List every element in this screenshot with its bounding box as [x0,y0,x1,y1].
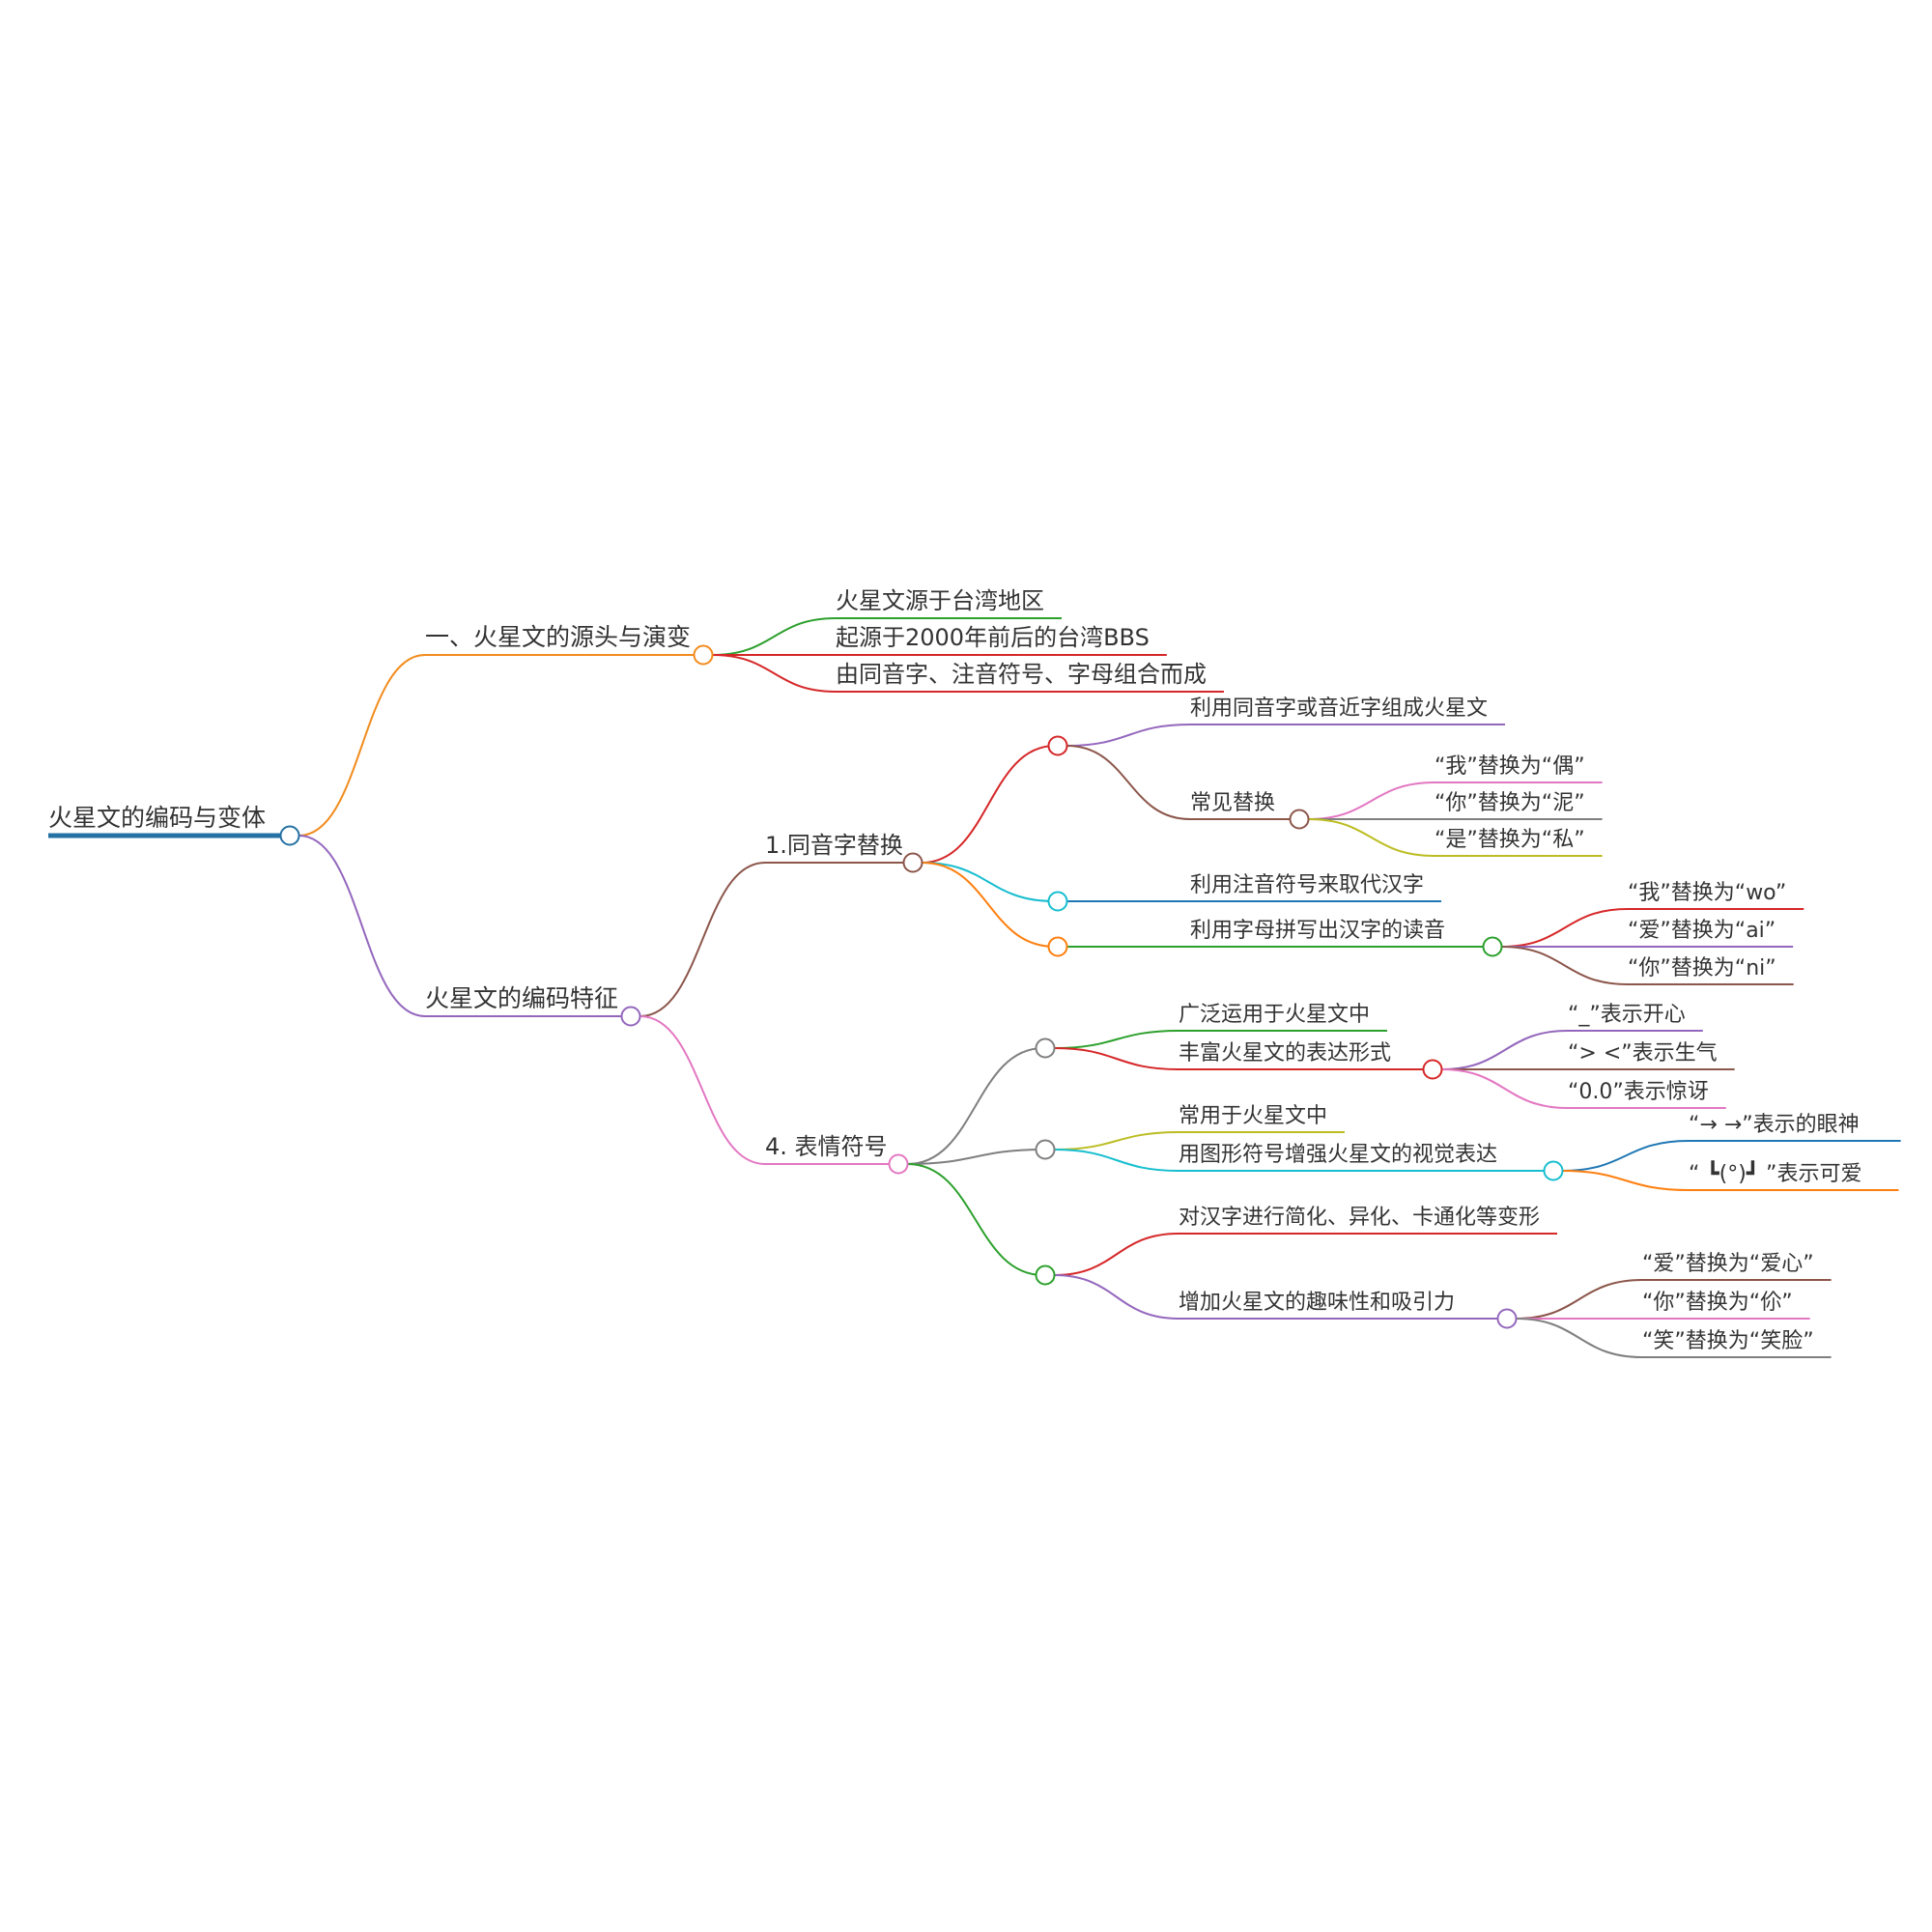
branch-link-1-0-0 [922,745,1056,864]
node-label-1-0: 1.同音字替换 [765,832,903,859]
node-label-0-0: 火星文源于台湾地区 [836,587,1044,614]
branch-link-1-1-0-1-0 [1441,1030,1569,1070]
branch-link-1-1-1-1-0 [1562,1140,1690,1172]
node-label-1-1-0-1-2: “0.0”表示惊讶 [1568,1080,1709,1104]
node-label-1-0-1-0: 利用注音符号来取代汉字 [1190,873,1424,897]
collapse-toggle-1-0-1[interactable] [1047,891,1068,912]
collapse-toggle-1-0-2-0[interactable] [1482,936,1503,957]
branch-link-1-1-2 [907,1163,1044,1276]
collapse-toggle-1-0[interactable] [902,852,923,873]
collapse-toggle-1-1-1[interactable] [1035,1139,1056,1160]
node-label-0-2: 由同音字、注音符号、字母组合而成 [836,661,1207,688]
node-label-1-1-1-0: 常用于火星文中 [1179,1104,1327,1128]
node-label-1-0-2-0-0: “我”替换为“wo” [1628,881,1786,905]
node-label-1-1-0-1-1: “> <”表示生气 [1568,1041,1718,1065]
collapse-toggle-1-1-2-1[interactable] [1496,1308,1518,1329]
collapse-toggle-1-1[interactable] [888,1153,909,1175]
branch-link-1-1-1-1 [1054,1149,1179,1172]
branch-link-1-0-1 [922,862,1056,902]
node-label-1-1: 4. 表情符号 [765,1133,888,1160]
node-label-1-1-1-1-0: “→ →”表示的眼神 [1689,1113,1860,1137]
branch-link-0 [298,654,426,837]
collapse-toggle-1-0-0-1[interactable] [1289,809,1310,830]
node-label-1-1-1-1: 用图形符号增强火星文的视觉表达 [1179,1143,1497,1167]
node-label-0: 一、火星文的源头与演变 [425,623,691,651]
node-label-1-0-0-1-0: “我”替换为“偶” [1435,754,1585,779]
node-label-1: 火星文的编码特征 [425,984,618,1012]
branch-link-1-1-2-1 [1054,1274,1179,1320]
node-label-1-0-0-1-1: “你”替换为“泥” [1435,791,1585,815]
node-label-1-0-0-0: 利用同音字或音近字组成火星文 [1190,696,1488,721]
branch-link-1-1-1-1-1 [1562,1170,1690,1191]
branch-link-1-1 [639,1015,766,1165]
node-label-1-1-2-1-0: “爱”替换为“爱心” [1642,1252,1814,1276]
mind-map-labels: 火星文的编码与变体 一、火星文的源头与演变 火星文源于台湾地区起源于2000年前后的… [48,587,1861,1353]
collapse-toggle-1-1-2[interactable] [1035,1264,1056,1286]
collapse-toggle-0[interactable] [693,644,714,666]
node-label-0-1: 起源于2000年前后的台湾BBS [836,624,1150,651]
node-label-1-1-2-1: 增加火星文的趣味性和吸引力 [1179,1291,1455,1315]
node-label-1-1-2-1-1: “你”替换为“伱” [1642,1291,1793,1315]
collapse-toggle-1-0-0[interactable] [1047,735,1068,756]
node-label-1-0-0-1-2: “是”替换为“私” [1435,828,1585,852]
collapse-toggle-root[interactable] [279,825,300,846]
node-label-1-0-2-0: 利用字母拼写出汉字的读音 [1190,919,1445,943]
branch-link-1-1-1-0 [1054,1131,1179,1151]
node-label-1-1-1-1-1: “ ┗(°)┛ ”表示可爱 [1689,1160,1861,1186]
branch-link-1-0-0-1-0 [1308,781,1435,820]
branch-link-0-0 [712,617,837,656]
branch-link-1 [298,835,426,1017]
node-label-1-1-2-1-2: “笑”替换为“笑脸” [1642,1329,1814,1353]
branch-link-1-1-2-0 [1054,1233,1179,1276]
collapse-toggle-1-1-1-1[interactable] [1543,1160,1564,1181]
node-label-1-0-2-0-2: “你”替换为“ni” [1628,956,1776,980]
branch-link-0-2 [712,654,837,693]
node-label-1-1-2-0: 对汉字进行简化、异化、卡通化等变形 [1179,1206,1540,1230]
branch-link-1-0-2 [922,862,1056,948]
collapse-toggle-1-1-0-1[interactable] [1422,1059,1443,1080]
branch-link-1-1-0-0 [1054,1030,1179,1049]
branch-link-1-0-0-1-2 [1308,818,1435,857]
branch-link-1-0-2-0-2 [1501,946,1629,985]
branch-link-1-1-0-1 [1054,1047,1179,1070]
branch-link-1-0-0-0 [1066,724,1191,747]
collapse-toggle-1-0-2[interactable] [1047,936,1068,957]
branch-link-1-1-0 [907,1047,1044,1165]
branch-link-1-1-1 [907,1149,1044,1165]
node-label-1-1-0-0: 广泛运用于火星文中 [1179,1003,1370,1027]
branch-link-1-1-0-1-2 [1441,1068,1569,1109]
node-label-1-0-2-0-1: “爱”替换为“ai” [1628,919,1776,943]
mind-map-links [48,617,1901,1358]
mind-map-nodes [279,644,1564,1329]
node-label-1-0-0-1: 常见替换 [1190,791,1275,815]
branch-link-1-0-0-1 [1066,745,1191,820]
branch-link-1-0 [639,862,766,1017]
collapse-toggle-1-1-0[interactable] [1035,1037,1056,1059]
branch-link-1-0-2-0-0 [1501,908,1629,948]
node-label-1-1-0-1: 丰富火星文的表达形式 [1179,1041,1391,1065]
node-label-root: 火星文的编码与变体 [48,804,266,832]
collapse-toggle-1[interactable] [620,1006,641,1027]
node-label-1-1-0-1-0: “_”表示开心 [1568,1003,1686,1027]
branch-link-1-1-2-1-2 [1516,1318,1643,1358]
branch-link-1-1-2-1-0 [1516,1279,1643,1320]
